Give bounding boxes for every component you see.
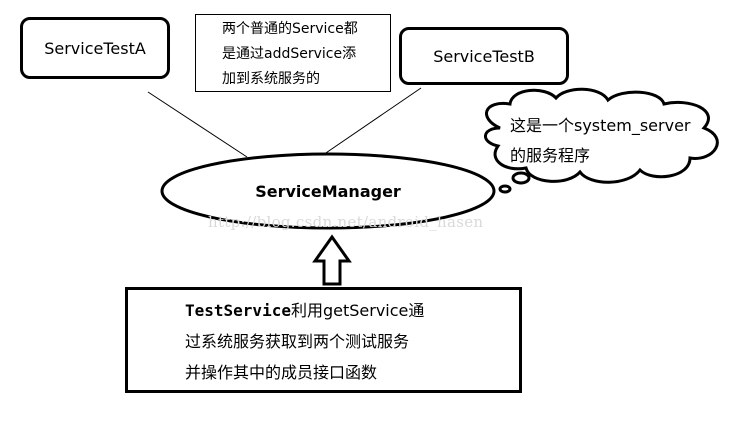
cloud-line-1: 这是一个system_server [510,116,691,135]
note-line-3: 加到系统服务的 [222,71,320,87]
test-service-box: TestService利用getService通 过系统服务获取到两个测试服务 … [125,287,522,393]
service-test-a-label: ServiceTestA [44,38,146,58]
service-test-b-label: ServiceTestB [433,46,535,66]
connector-b-manager [319,87,422,158]
test-service-line-1: TestService利用getService通 [185,295,519,326]
cloud-tail-bubble-small [498,184,512,194]
note-line-2: 是通过addService添 [222,46,357,62]
cloud-text: 这是一个system_server 的服务程序 [510,111,691,171]
up-arrow-icon [312,234,352,286]
connector-a-manager [147,91,248,158]
cloud-tail-bubble-large [511,171,531,185]
cloud-callout-shape [484,87,719,184]
service-manager-label: ServiceManager [255,181,401,201]
service-test-b-box: ServiceTestB [399,27,569,85]
cloud-line-2: 的服务程序 [510,146,591,165]
watermark-text: http://blog.csdn.net/android_hasen [208,213,484,231]
test-service-name: TestService [185,301,291,320]
note-line-1: 两个普通的Service都 [222,21,358,37]
test-service-line-2: 过系统服务获取到两个测试服务 [185,332,410,351]
test-service-line-1-rest: 利用getService通 [290,301,425,320]
test-service-line-3: 并操作其中的成员接口函数 [185,363,378,382]
service-manager-ellipse [160,152,496,230]
note-box: 两个普通的Service都 是通过addService添 加到系统服务的 [195,14,391,92]
service-test-a-box: ServiceTestA [20,17,170,79]
